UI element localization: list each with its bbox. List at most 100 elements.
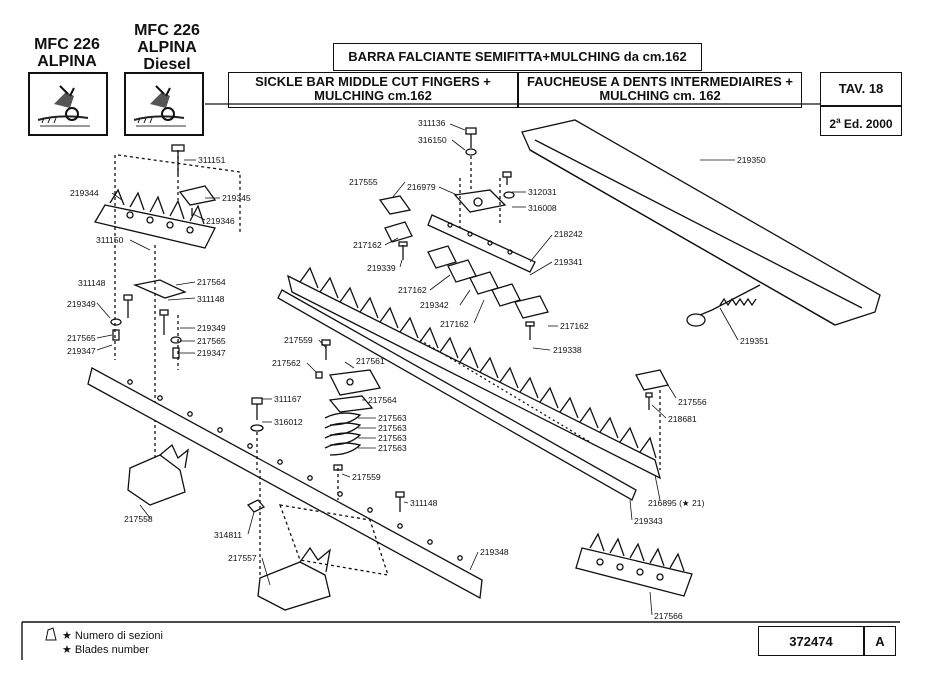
part-217563-clip-2 bbox=[324, 422, 362, 436]
part-219341-plate-5 bbox=[514, 295, 549, 319]
part-label-311151: 311151 bbox=[198, 155, 226, 165]
part-label-216979: 216979 bbox=[407, 182, 436, 192]
part-label-217562: 217562 bbox=[272, 358, 301, 368]
part-219350-edges bbox=[529, 139, 863, 326]
part-label-217564-a: 217564 bbox=[197, 277, 226, 287]
part-label-217566: 217566 bbox=[654, 611, 683, 621]
part-216979-shape bbox=[453, 189, 507, 213]
part-217556-shape bbox=[635, 369, 669, 391]
title-french-line-1: FAUCHEUSE A DENTS INTERMEDIAIRES + bbox=[527, 74, 793, 89]
part-217566-shape bbox=[575, 547, 693, 597]
part-label-219349-b: 219349 bbox=[197, 323, 226, 333]
machine-thumbnail-2 bbox=[124, 72, 204, 136]
part-label-316008: 316008 bbox=[528, 203, 557, 213]
mower-machine-icon bbox=[133, 85, 186, 127]
title-italian: BARRA FALCIANTE SEMIFITTA+MULCHING da cm… bbox=[333, 43, 702, 71]
part-217555-shape bbox=[378, 195, 412, 215]
part-218242-shape bbox=[427, 214, 536, 273]
part-label-217162-d: 217162 bbox=[560, 321, 589, 331]
part-216895-shape bbox=[287, 274, 662, 480]
part-label-311167: 311167 bbox=[274, 394, 302, 404]
model-2-name: MFC 226 bbox=[134, 22, 200, 39]
part-217564b-shape bbox=[328, 395, 374, 413]
model-1-variant: ALPINA bbox=[37, 53, 97, 70]
part-label-217563-b: 217563 bbox=[378, 423, 407, 433]
part-label-217565-b: 217565 bbox=[197, 336, 226, 346]
part-label-217563-d: 217563 bbox=[378, 443, 407, 453]
model-1-name: MFC 226 bbox=[34, 36, 100, 53]
part-label-311150: 311150 bbox=[96, 235, 124, 245]
revision-text: A bbox=[875, 633, 885, 649]
model-label-2: MFC 226 ALPINA Diesel bbox=[117, 22, 217, 73]
part-217563-clip-1 bbox=[324, 412, 362, 426]
part-219344-fingers bbox=[109, 188, 205, 225]
part-label-218681: 218681 bbox=[668, 414, 697, 424]
part-label-217563-a: 217563 bbox=[378, 413, 407, 423]
legend-blades: ★ Blades number bbox=[62, 644, 149, 656]
part-label-217162-c: 217162 bbox=[440, 319, 469, 329]
part-label-311148-a: 311148 bbox=[78, 278, 106, 288]
part-217162a-shape bbox=[384, 221, 413, 243]
part-219343-shape bbox=[277, 289, 637, 501]
part-label-219351: 219351 bbox=[740, 336, 769, 346]
part-217564a-shape bbox=[132, 279, 187, 299]
part-label-217565-a: 217565 bbox=[67, 333, 96, 343]
part-label-312031: 312031 bbox=[528, 187, 557, 197]
part-label-311148-c: 311148 bbox=[410, 498, 438, 508]
part-label-217561: 217561 bbox=[356, 356, 385, 366]
edition-year: Ed. 2000 bbox=[840, 117, 893, 131]
edition-number: 2 bbox=[829, 117, 837, 131]
part-217558-shape bbox=[127, 454, 186, 506]
table-number: TAV. 18 bbox=[820, 72, 902, 106]
part-label-217559-a: 217559 bbox=[284, 335, 313, 345]
part-label-219347-b: 219347 bbox=[197, 348, 226, 358]
part-label-311136: 311136 bbox=[418, 118, 446, 128]
part-label-219347-a: 219347 bbox=[67, 346, 96, 356]
drawing-code-text: 372474 bbox=[789, 633, 833, 649]
part-label-219350: 219350 bbox=[737, 155, 766, 165]
part-219351-eye bbox=[686, 313, 706, 327]
part-314811-shape bbox=[246, 499, 266, 513]
part-219345-shape bbox=[178, 185, 217, 206]
part-label-217559-b: 217559 bbox=[352, 472, 381, 482]
part-label-316150: 316150 bbox=[418, 135, 447, 145]
part-label-219349-a: 219349 bbox=[67, 299, 96, 309]
part-217557-shape bbox=[257, 561, 331, 611]
part-label-219341: 219341 bbox=[554, 257, 583, 267]
part-label-217162-b: 217162 bbox=[398, 285, 427, 295]
machine-thumbnail-1 bbox=[28, 72, 108, 136]
part-219341-plate-3 bbox=[469, 271, 499, 295]
title-english-line-2: MULCHING cm.162 bbox=[314, 88, 432, 103]
part-label-219348: 219348 bbox=[480, 547, 509, 557]
mower-machine-icon bbox=[37, 85, 90, 127]
part-label-314811: 314811 bbox=[214, 530, 243, 540]
part-label-219342: 219342 bbox=[420, 300, 449, 310]
part-label-219339: 219339 bbox=[367, 263, 396, 273]
part-219351-rod bbox=[699, 284, 761, 316]
part-label-219345: 219345 bbox=[222, 193, 251, 203]
part-label-217563-c: 217563 bbox=[378, 433, 407, 443]
model-label-1: MFC 226 ALPINA bbox=[22, 36, 112, 70]
drawing-code: 372474 bbox=[758, 626, 864, 656]
model-2-engine: Diesel bbox=[143, 56, 191, 73]
part-217563-clip-4 bbox=[324, 442, 362, 456]
part-label-217556: 217556 bbox=[678, 397, 707, 407]
revision: A bbox=[864, 626, 896, 656]
part-label-219344: 219344 bbox=[70, 188, 99, 198]
edition: 2a Ed. 2000 bbox=[820, 106, 902, 136]
part-label-217555: 217555 bbox=[349, 177, 378, 187]
part-label-216895: 216895 (★ 21) bbox=[648, 498, 705, 508]
part-219344-shape bbox=[93, 204, 216, 249]
part-219348-holes bbox=[127, 379, 463, 561]
title-english-line-1: SICKLE BAR MIDDLE CUT FINGERS + bbox=[255, 74, 491, 89]
part-217557-points bbox=[299, 546, 331, 573]
model-2-variant: ALPINA bbox=[137, 39, 197, 56]
title-french-line-2: MULCHING cm. 162 bbox=[599, 88, 721, 103]
part-label-219343: 219343 bbox=[634, 516, 663, 526]
title-french: FAUCHEUSE A DENTS INTERMEDIAIRES + MULCH… bbox=[518, 72, 802, 108]
part-217558-points bbox=[159, 443, 189, 469]
title-italian-text: BARRA FALCIANTE SEMIFITTA+MULCHING da cm… bbox=[348, 49, 687, 64]
table-number-text: TAV. 18 bbox=[838, 81, 884, 96]
part-label-217557: 217557 bbox=[228, 553, 257, 563]
